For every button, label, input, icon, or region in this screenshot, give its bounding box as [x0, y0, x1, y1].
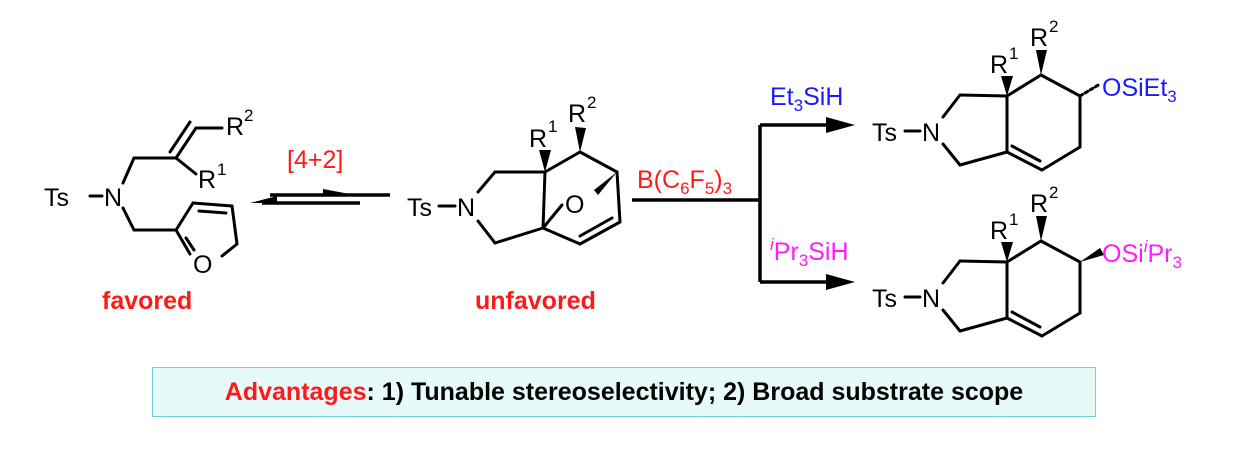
ts-label-top: Ts — [872, 119, 897, 147]
product-bottom — [903, 216, 1104, 338]
bridge-o-label: O — [565, 191, 584, 219]
r1-label-int: R — [529, 125, 547, 153]
r1-label-sm: R — [198, 166, 216, 194]
advantages-prefix: Advantages — [224, 377, 367, 406]
n-label-bottom: N — [922, 285, 940, 313]
oxabicyclic-intermediate — [437, 127, 622, 246]
r1-label-bottom: R — [990, 217, 1008, 245]
cycloaddition-label: [4+2] — [287, 146, 343, 174]
catalyst-label: B(C6F5)3 — [637, 166, 732, 198]
r2-label-int: R — [568, 100, 586, 128]
unfavored-label: unfavored — [475, 287, 596, 315]
r2-sup-sm: 2 — [244, 106, 253, 125]
r2-label-sm: R — [226, 113, 244, 141]
r2-sup-int: 2 — [587, 93, 596, 112]
r2-sup-top: 2 — [1049, 17, 1058, 36]
n-label-int: N — [457, 194, 475, 222]
r2-label-bottom: R — [1030, 190, 1048, 218]
r1-sup-sm: 1 — [217, 160, 226, 179]
equilibrium-arrows — [250, 189, 390, 205]
silane-top-label: Et3SiH — [770, 83, 843, 115]
furan-o-label: O — [193, 251, 212, 279]
osiipr3-label: OSiiPr3 — [1102, 237, 1182, 272]
ts-label-bottom: Ts — [872, 285, 897, 313]
r1-sup-bottom: 1 — [1009, 210, 1018, 229]
silane-bottom-label: iPr3SiH — [770, 235, 849, 270]
r1-label-top: R — [990, 51, 1008, 79]
furan-substrate — [88, 120, 239, 258]
ts-label-int: Ts — [407, 194, 432, 222]
osiet3-label: OSiEt3 — [1102, 74, 1177, 106]
n-label-sm: N — [104, 184, 122, 212]
branching-arrows — [632, 117, 855, 290]
r1-sup-int: 1 — [548, 117, 557, 136]
product-top — [903, 50, 1102, 172]
n-label-top: N — [922, 119, 940, 147]
ts-label-sm: Ts — [44, 184, 69, 212]
r1-sup-top: 1 — [1009, 44, 1018, 63]
r2-label-top: R — [1030, 24, 1048, 52]
advantages-box: Advantages: 1) Tunable stereoselectivity… — [152, 367, 1096, 417]
favored-label: favored — [102, 287, 192, 315]
advantages-text: : 1) Tunable stereoselectivity; 2) Broad… — [366, 377, 1024, 406]
r2-sup-bottom: 2 — [1049, 183, 1058, 202]
